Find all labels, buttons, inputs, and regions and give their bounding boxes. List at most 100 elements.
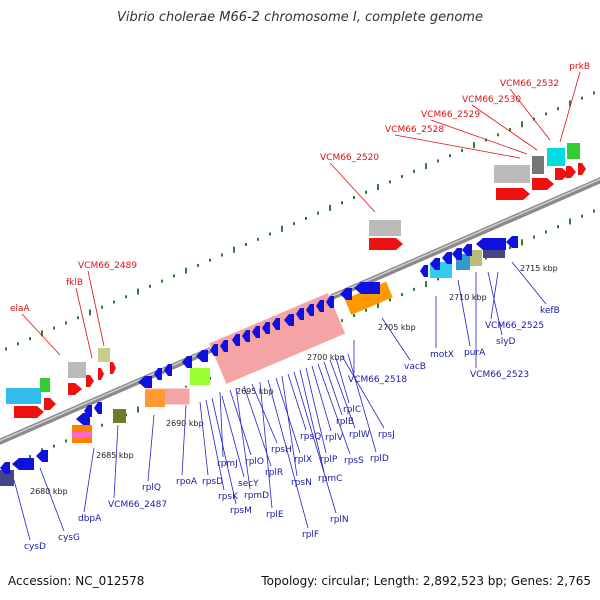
- forward-gene-arrow[interactable]: [68, 383, 82, 395]
- gene-label-forward[interactable]: VCM66_2528: [385, 125, 444, 135]
- reverse-gene-arrow[interactable]: [506, 236, 518, 248]
- gene-label-reverse[interactable]: secY: [238, 479, 259, 489]
- gene-label-reverse[interactable]: rplX: [294, 455, 312, 465]
- reverse-gene-arrow[interactable]: [76, 413, 90, 425]
- gene-label-reverse[interactable]: rplD: [370, 454, 389, 464]
- gene-label-forward[interactable]: elaA: [10, 304, 31, 314]
- gene-label-reverse[interactable]: rplQ: [142, 483, 161, 493]
- gene-label-reverse[interactable]: rpsK: [218, 492, 239, 502]
- gene-label-reverse[interactable]: rpsM: [230, 506, 252, 516]
- reverse-gene-arrow[interactable]: [326, 296, 334, 308]
- gene-label-reverse[interactable]: VCM66_2525: [485, 321, 544, 331]
- gene-label-forward[interactable]: fklB: [66, 278, 83, 288]
- reverse-gene-arrow[interactable]: [262, 322, 270, 334]
- forward-gene-arrow[interactable]: [578, 163, 586, 175]
- reverse-gene-arrow[interactable]: [84, 405, 92, 417]
- reverse-gene-arrow[interactable]: [36, 450, 48, 462]
- forward-gene-arrow[interactable]: [86, 375, 94, 387]
- forward-gene-arrow[interactable]: [555, 168, 569, 180]
- gene-label-reverse[interactable]: rpsQ: [300, 432, 321, 442]
- reverse-gene-arrow[interactable]: [154, 368, 162, 380]
- cds-block-green-left[interactable]: [40, 378, 50, 392]
- gene-label-reverse[interactable]: rpoA: [176, 477, 198, 487]
- gene-label-reverse[interactable]: rplW: [349, 430, 370, 440]
- reverse-gene-arrow[interactable]: [164, 364, 172, 376]
- gene-label-forward[interactable]: VCM66_2532: [500, 79, 559, 89]
- reverse-gene-arrow[interactable]: [138, 376, 152, 388]
- cds-block-2528[interactable]: [494, 165, 530, 183]
- gene-label-reverse[interactable]: rplO: [245, 457, 264, 467]
- cds-block-pink[interactable]: [72, 432, 92, 438]
- cds-block-fklb[interactable]: [68, 362, 86, 378]
- forward-gene-arrow[interactable]: [532, 178, 554, 190]
- reverse-gene-arrow[interactable]: [296, 308, 304, 320]
- gene-label-reverse[interactable]: purA: [464, 348, 486, 358]
- cds-block-cysd[interactable]: [0, 470, 14, 486]
- cds-block-2487[interactable]: [113, 409, 126, 423]
- gene-label-forward[interactable]: VCM66_2520: [320, 153, 379, 163]
- forward-gene-arrow[interactable]: [98, 368, 104, 380]
- reverse-gene-arrow[interactable]: [272, 318, 280, 330]
- reverse-gene-arrow[interactable]: [354, 282, 380, 294]
- gene-label-reverse[interactable]: cysD: [24, 542, 46, 552]
- forward-gene-arrow[interactable]: [566, 166, 576, 178]
- reverse-gene-arrow[interactable]: [182, 356, 192, 368]
- cds-block-vacb[interactable]: [344, 281, 393, 315]
- gene-label-reverse[interactable]: rpmJ: [217, 459, 238, 469]
- reverse-gene-arrow[interactable]: [316, 300, 324, 312]
- gene-label-forward[interactable]: VCM66_2529: [421, 110, 480, 120]
- gene-label-reverse[interactable]: rpsD: [202, 477, 223, 487]
- reverse-gene-arrow[interactable]: [196, 350, 208, 362]
- gene-label-reverse[interactable]: slyD: [496, 337, 516, 347]
- reverse-gene-arrow[interactable]: [0, 462, 10, 474]
- cds-block-elaa[interactable]: [6, 388, 41, 404]
- cds-block-2530[interactable]: [532, 156, 544, 174]
- forward-gene-arrow[interactable]: [44, 398, 56, 410]
- forward-gene-arrow[interactable]: [369, 238, 403, 250]
- reverse-gene-arrow[interactable]: [210, 344, 218, 356]
- gene-label-reverse[interactable]: rplV: [325, 433, 344, 443]
- reverse-gene-arrow[interactable]: [232, 334, 240, 346]
- gene-label-forward[interactable]: VCM66_2489: [78, 261, 137, 271]
- cds-block-green[interactable]: [190, 368, 210, 385]
- reverse-gene-arrow[interactable]: [306, 304, 314, 316]
- reverse-gene-arrow[interactable]: [94, 402, 102, 414]
- gene-label-reverse[interactable]: rpsJ: [378, 430, 395, 440]
- gene-label-reverse[interactable]: rplP: [320, 455, 338, 465]
- cds-block-prkb[interactable]: [567, 143, 580, 159]
- reverse-gene-arrow[interactable]: [12, 458, 34, 470]
- gene-label-reverse[interactable]: rplN: [330, 515, 349, 525]
- gene-label-forward[interactable]: prkB: [569, 62, 590, 72]
- gene-label-reverse[interactable]: vacB: [404, 362, 426, 372]
- forward-gene-arrow[interactable]: [14, 406, 44, 418]
- reverse-gene-arrow[interactable]: [462, 244, 472, 256]
- cds-block-orange[interactable]: [145, 390, 165, 407]
- gene-label-reverse[interactable]: kefB: [540, 306, 560, 316]
- gene-label-reverse[interactable]: rplC: [343, 405, 361, 415]
- gene-label-reverse[interactable]: rpsH: [271, 445, 292, 455]
- gene-label-reverse[interactable]: cysG: [58, 533, 80, 543]
- gene-label-reverse[interactable]: rpsS: [344, 456, 364, 466]
- reverse-gene-arrow[interactable]: [242, 330, 250, 342]
- gene-label-reverse[interactable]: rplF: [302, 530, 319, 540]
- reverse-gene-arrow[interactable]: [476, 238, 506, 250]
- gene-label-reverse[interactable]: rplR: [265, 468, 283, 478]
- reverse-gene-arrow[interactable]: [284, 314, 294, 326]
- rrna-block-main[interactable]: [207, 291, 347, 386]
- gene-label-reverse[interactable]: VCM66_2523: [470, 370, 529, 380]
- gene-label-reverse[interactable]: rplE: [266, 510, 284, 520]
- cds-block-2520[interactable]: [369, 220, 401, 236]
- gene-label-reverse[interactable]: VCM66_2518: [348, 375, 407, 385]
- forward-gene-arrow[interactable]: [496, 188, 530, 200]
- reverse-gene-arrow[interactable]: [340, 288, 352, 300]
- cds-block-slyd[interactable]: [470, 250, 482, 266]
- gene-label-reverse[interactable]: rplB: [336, 417, 354, 427]
- reverse-gene-arrow[interactable]: [442, 252, 452, 264]
- reverse-gene-arrow[interactable]: [452, 248, 462, 260]
- reverse-gene-arrow[interactable]: [420, 265, 428, 277]
- reverse-gene-arrow[interactable]: [252, 326, 260, 338]
- gene-label-forward[interactable]: VCM66_2530: [462, 95, 521, 105]
- forward-gene-arrow[interactable]: [110, 362, 116, 374]
- gene-label-reverse[interactable]: rpsN: [291, 478, 312, 488]
